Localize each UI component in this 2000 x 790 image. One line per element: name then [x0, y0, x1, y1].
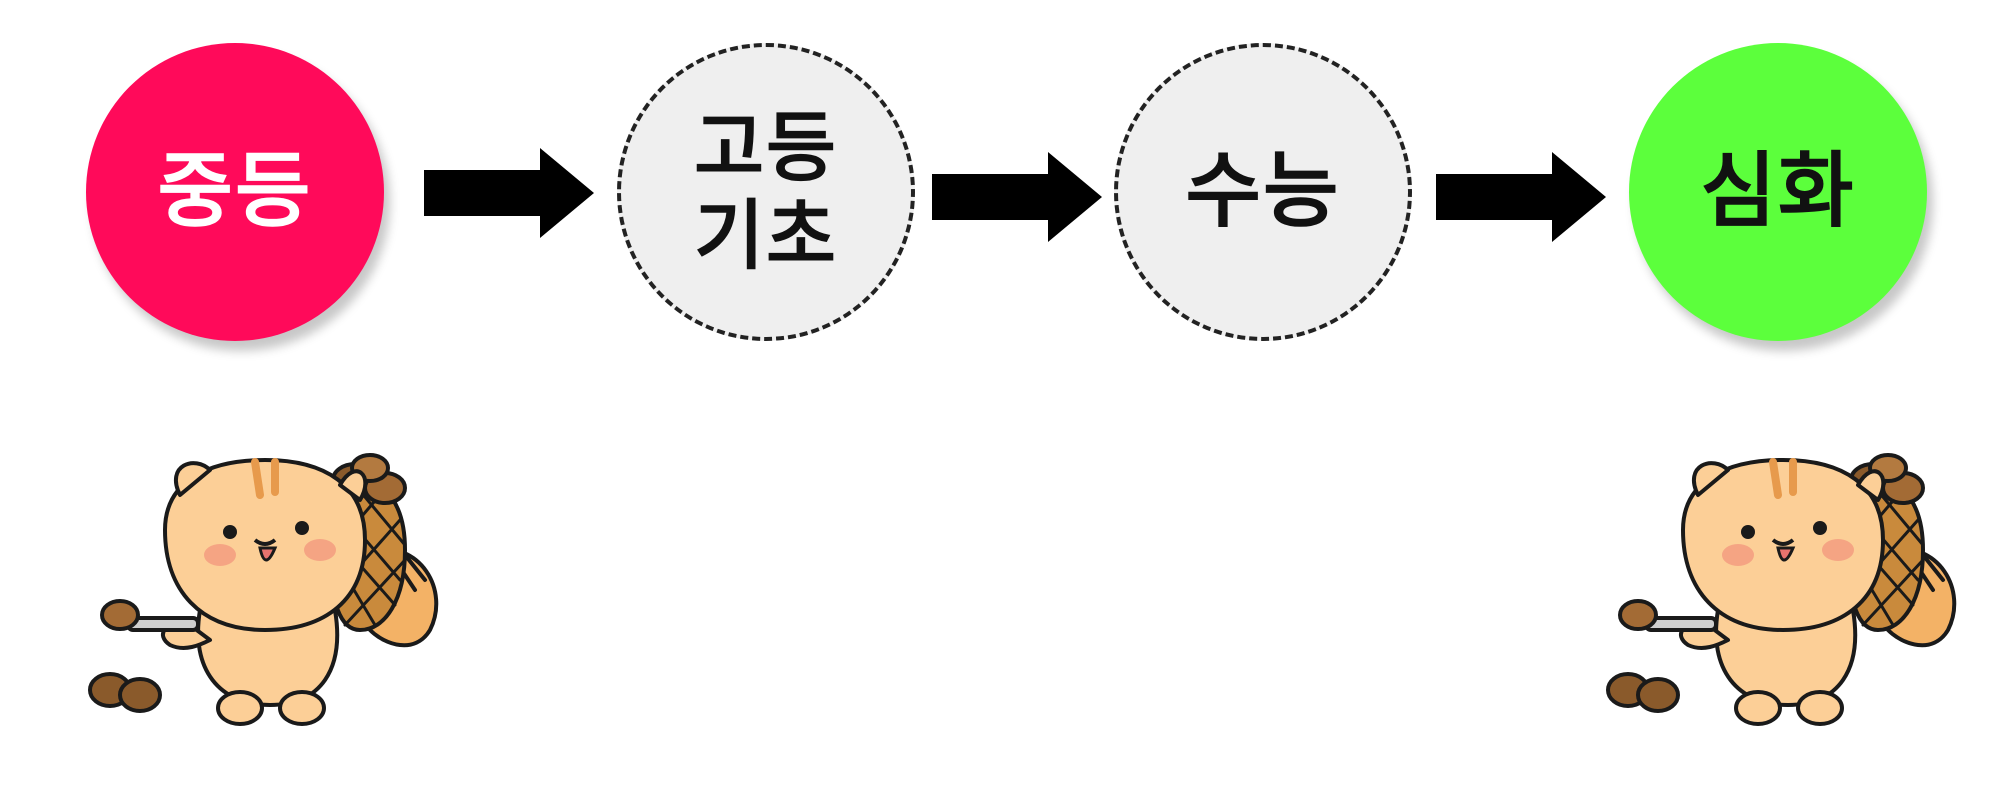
stage-label-middle-school: 중등 — [157, 144, 313, 239]
stage-label-advanced: 심화 — [1700, 144, 1856, 239]
stage-circle-csat: 수능 — [1114, 43, 1412, 341]
stage-label-high-school-basic: 고등 기초 — [694, 103, 838, 280]
squirrel-mascot-icon — [88, 453, 439, 726]
stage-label-csat: 수능 — [1185, 144, 1341, 239]
arrow-right-icon — [932, 152, 1102, 242]
arrow-right-icon — [424, 148, 594, 238]
stage-circle-advanced: 심화 — [1629, 43, 1927, 341]
stage-circle-high-school-basic: 고등 기초 — [617, 43, 915, 341]
stage-circle-middle-school: 중등 — [86, 43, 384, 341]
squirrel-mascot-icon — [1606, 453, 1957, 726]
arrow-right-icon — [1436, 152, 1606, 242]
